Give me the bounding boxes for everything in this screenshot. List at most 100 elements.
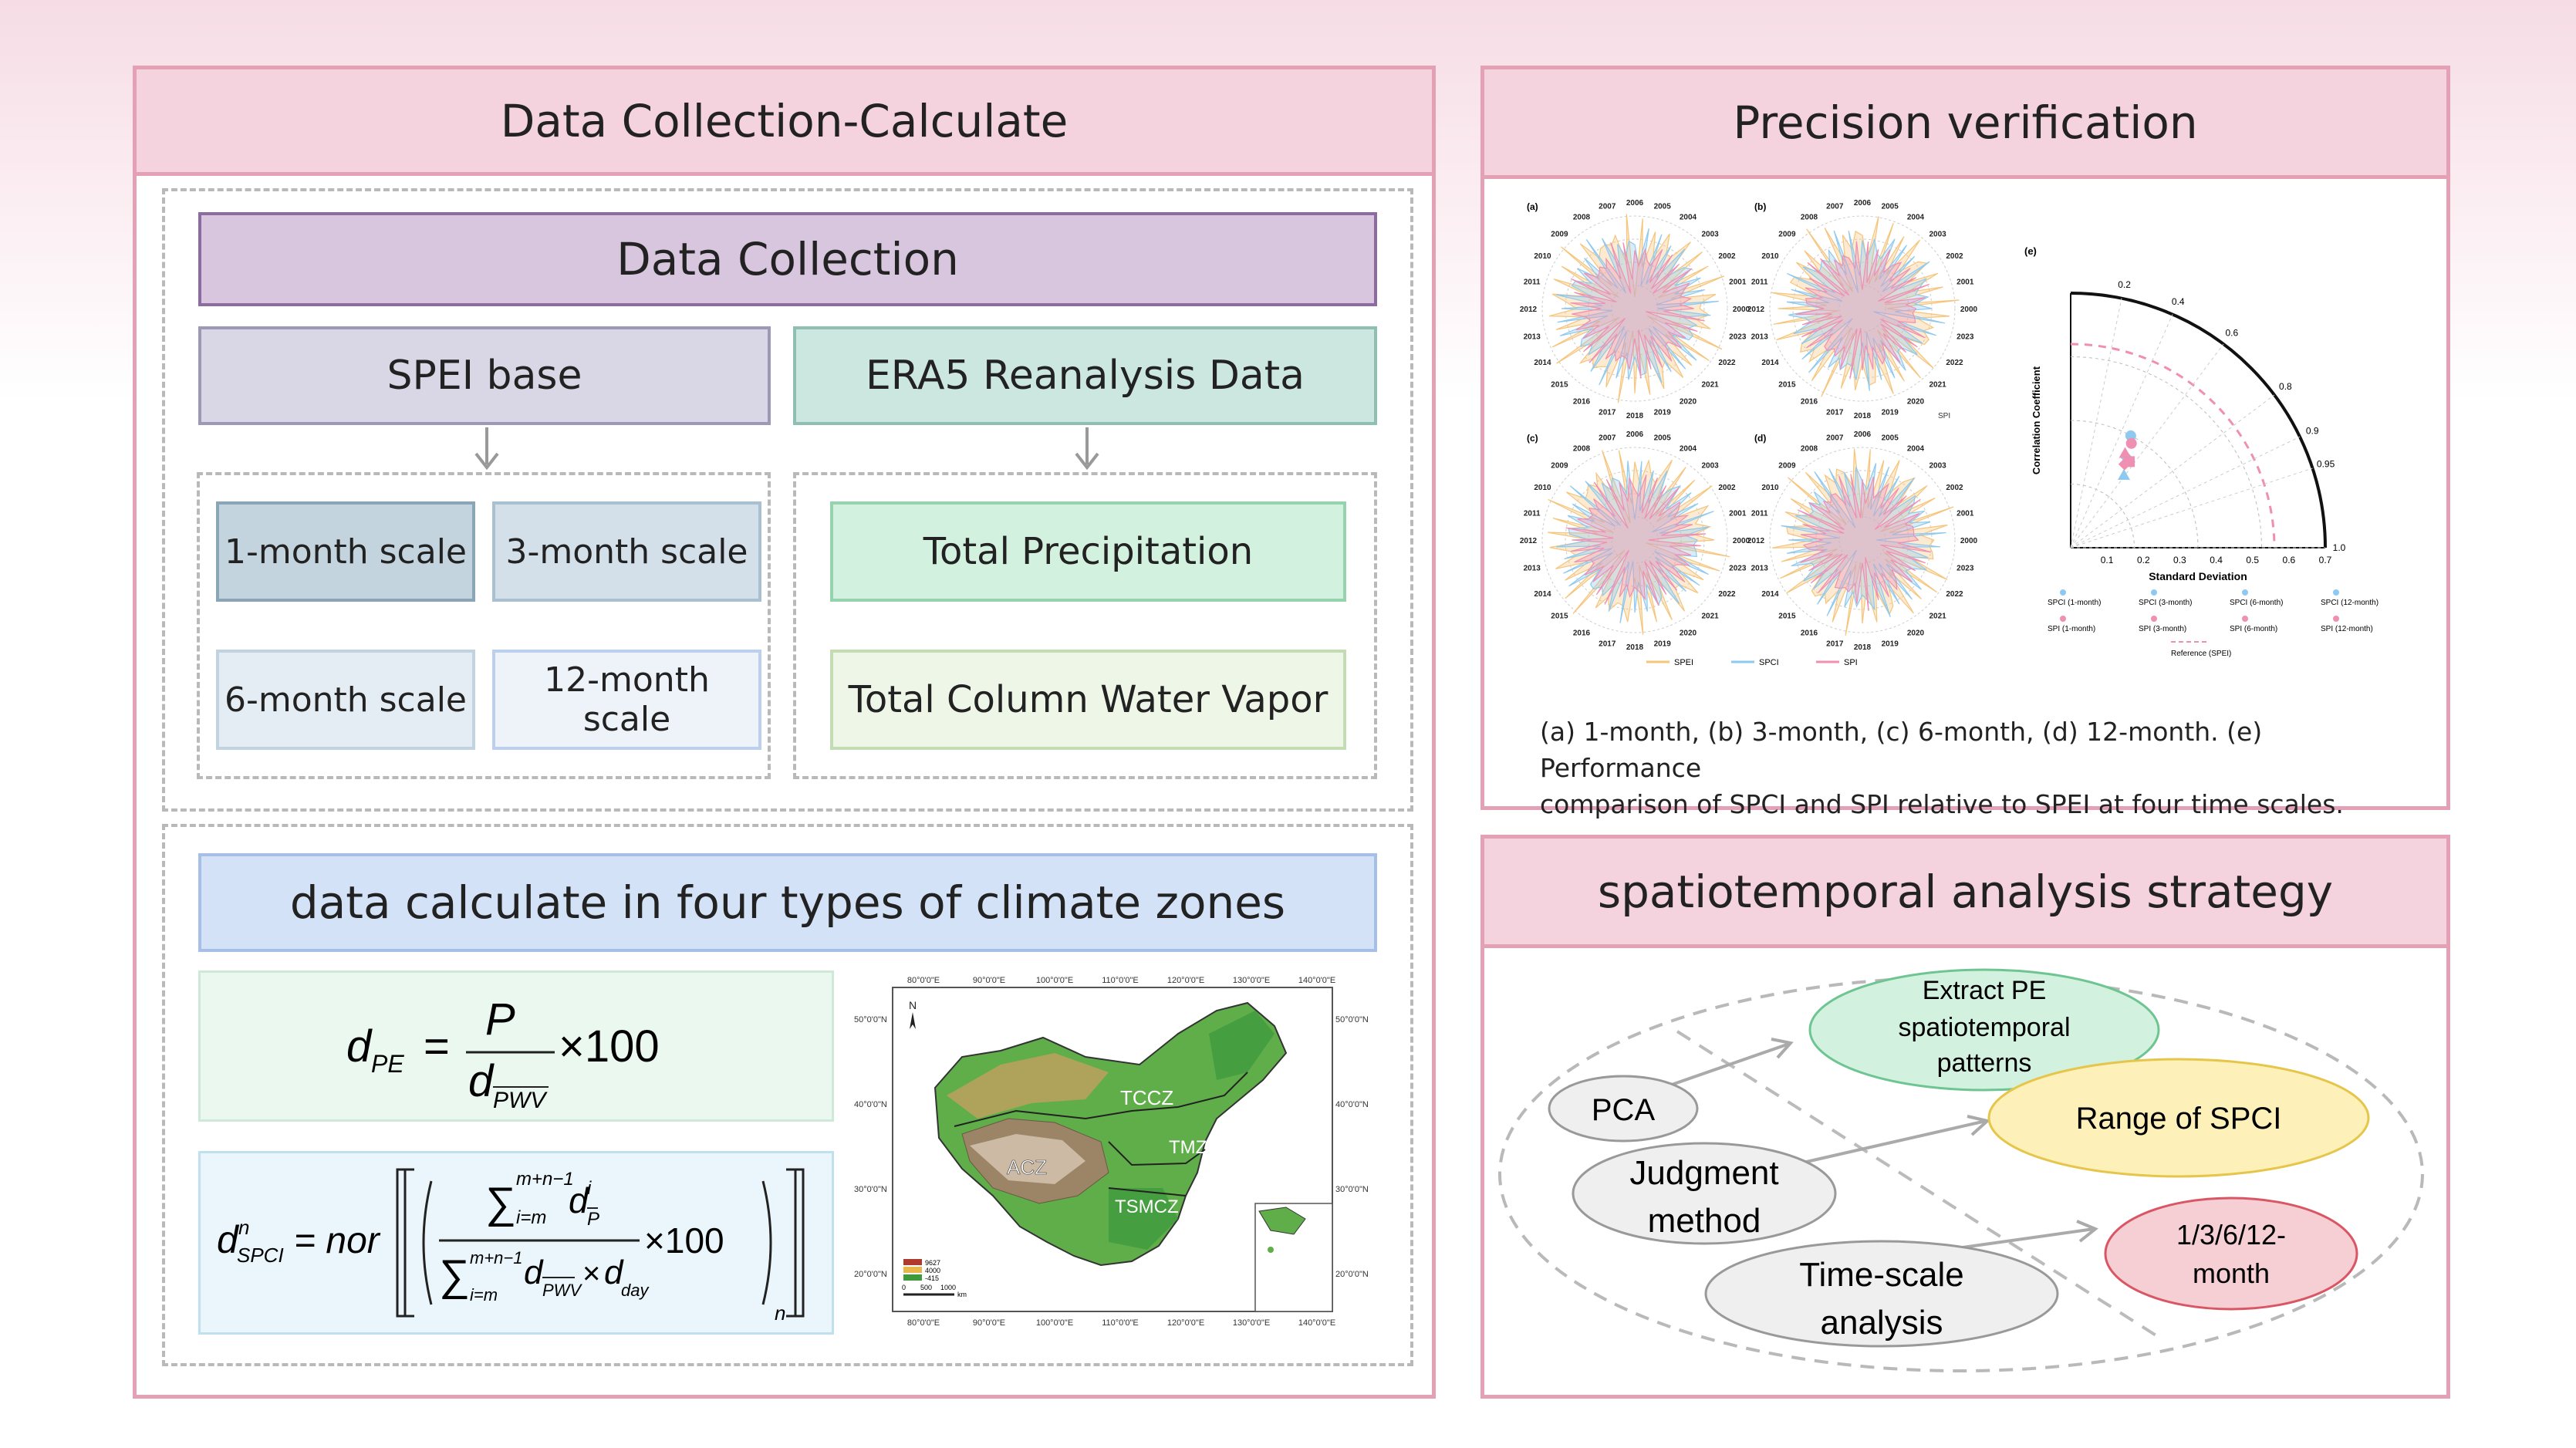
arrow-era5-to-items (1075, 427, 1099, 471)
taylor-x-tick: 0.1 (2101, 555, 2114, 565)
taylor-x-tick: 0.3 (2173, 555, 2186, 565)
scale-3-month: 3-month scale (492, 501, 761, 602)
radar-year-label: 2009 (1778, 461, 1796, 470)
taylor-legend-label: SPCI (1-month) (2048, 599, 2101, 607)
spi-tag: SPI (1938, 412, 1950, 420)
radar-year-label: 2016 (1573, 398, 1591, 407)
taylor-corr-ray (2070, 343, 2224, 548)
map-top-tick: 120°0'0"E (1167, 976, 1204, 985)
radar-year-label: 2019 (1654, 640, 1672, 648)
map-bottom-tick: 120°0'0"E (1167, 1318, 1204, 1328)
taylor-legend-marker (2060, 589, 2066, 596)
formula-spci: d n SPCI = nor n ∑ m+n−1 i=m d i P ∑ m+n… (217, 1168, 805, 1325)
months-label-1: 1/3/6/12- (2176, 1219, 2286, 1251)
zone-label-acz: ACZ (1007, 1156, 1047, 1179)
map-left-tick: 30°0'0"N (854, 1185, 887, 1194)
radar-year-label: 2023 (1729, 565, 1747, 573)
radar-year-label: 2006 (1626, 199, 1644, 208)
radar-year-label: 2005 (1654, 203, 1672, 211)
radar-year-label: 2023 (1729, 333, 1747, 342)
radar-year-label: 2012 (1520, 537, 1538, 545)
radar-year-label: 2018 (1854, 412, 1872, 420)
radar-series (1570, 242, 1705, 379)
extract-pe-node (1808, 968, 2160, 1092)
taylor-corr-ray (2070, 436, 2301, 548)
north-arrow-icon (910, 1012, 916, 1029)
formula-spci-num-sub: P (587, 1209, 599, 1230)
taylor-corr-tick: 0.6 (2225, 328, 2238, 339)
radar-year-label: 2020 (1680, 629, 1697, 638)
radar-year-label: 2012 (1747, 305, 1765, 314)
scale-0: 0 (902, 1284, 906, 1291)
radar-panel-label: (d) (1754, 433, 1766, 444)
map-left-tick: 50°0'0"N (854, 1015, 887, 1024)
radar-year-label: 2022 (1718, 359, 1736, 367)
taylor-x-tick: 0.4 (2210, 555, 2223, 565)
radar-year-label: 2001 (1956, 278, 1974, 286)
radar-year-label: 2014 (1761, 359, 1779, 367)
map-top-tick: 90°0'0"E (973, 976, 1005, 985)
era5-items-region (793, 472, 1377, 779)
taylor-legend-label: SPCI (6-month) (2230, 599, 2283, 607)
radar-year-label: 2013 (1751, 565, 1769, 573)
radar-year-label: 2012 (1520, 305, 1538, 314)
taylor-legend-marker (2060, 616, 2066, 622)
taylor-legend-marker (2242, 589, 2248, 596)
taylor-legend-label: SPI (6-month) (2230, 625, 2277, 633)
radar-year-label: 2014 (1534, 359, 1551, 367)
radar-ring (1565, 470, 1705, 610)
radar-year-label: 2000 (1733, 537, 1751, 545)
radar-year-label: 2013 (1524, 333, 1541, 342)
svg-text:=: = (424, 1021, 450, 1072)
judgment-label-1: Judgment (1629, 1154, 1778, 1192)
taylor-x-tick: 0.7 (2319, 555, 2332, 565)
radar-year-label: 2007 (1826, 203, 1844, 211)
radar-year-label: 2009 (1551, 230, 1568, 238)
map-left-tick: 40°0'0"N (854, 1100, 887, 1109)
taylor-reference-arc (2070, 343, 2276, 548)
precision-caption: (a) 1-month, (b) 3-month, (c) 6-month, (… (1540, 714, 2427, 822)
radar-year-label: 2007 (1826, 434, 1844, 443)
legend-label: SPI (1844, 658, 1858, 667)
radar-year-label: 2016 (1801, 629, 1818, 638)
radar-year-label: 2008 (1573, 214, 1591, 222)
time-scale-analysis-node (1704, 1240, 2059, 1348)
formula-spci-den-d1: d (524, 1254, 544, 1291)
radar-year-label: 2021 (1701, 613, 1719, 621)
radar-ring (1541, 215, 1728, 402)
scale-6-month: 6-month scale (216, 650, 475, 750)
map-top-tick: 110°0'0"E (1102, 976, 1139, 985)
radar-year-label: 2022 (1718, 590, 1736, 599)
legend-label: SPEI (1674, 658, 1693, 667)
radar-ring (1769, 215, 1956, 402)
formula-spci-lhs-sup: n (238, 1216, 249, 1239)
pca-label: PCA (1592, 1093, 1656, 1127)
legend-label: SPCI (1759, 658, 1779, 667)
formula-spci-box: d n SPCI = nor n ∑ m+n−1 i=m d i P ∑ m+n… (198, 1151, 834, 1335)
strategy-dashed-divider (1676, 1030, 2165, 1342)
radar-year-label: 2004 (1907, 445, 1925, 454)
radar-year-label: 2006 (1626, 430, 1644, 439)
map-top-tick: 100°0'0"E (1036, 976, 1073, 985)
taylor-x-tick: 0.5 (2246, 555, 2259, 565)
radar-year-label: 2015 (1778, 613, 1796, 621)
radar-year-label: 2012 (1747, 537, 1765, 545)
taylor-legend-marker (2333, 616, 2339, 622)
map-top-tick: 130°0'0"E (1233, 976, 1270, 985)
panel-title-data-collection-calculate: Data Collection-Calculate (137, 69, 1432, 176)
taylor-point (2117, 469, 2130, 481)
radar-ring (1838, 285, 1886, 332)
scale-500: 500 (920, 1284, 932, 1291)
taylor-legend-label: SPCI (3-month) (2139, 599, 2192, 607)
taylor-corr-tick: 0.9 (2306, 425, 2319, 436)
map-right-tick: 40°0'0"N (1335, 1100, 1369, 1109)
map-top-tick: 80°0'0"E (907, 976, 940, 985)
taylor-legend-label: SPI (3-month) (2139, 625, 2186, 633)
map-bottom-tick: 140°0'0"E (1298, 1318, 1335, 1328)
radar-ring (1541, 447, 1728, 633)
radar-year-label: 2020 (1907, 629, 1925, 638)
map-bottom-tick: 80°0'0"E (907, 1318, 940, 1328)
